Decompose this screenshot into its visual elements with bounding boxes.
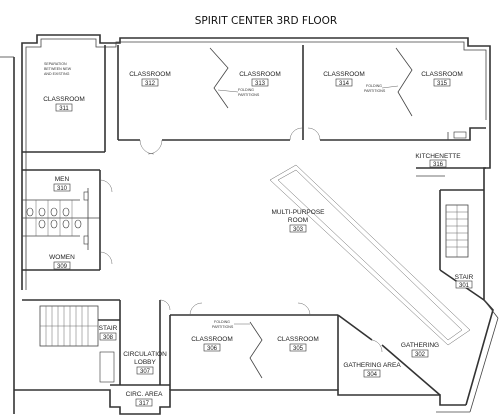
room-name: CLASSROOM	[43, 96, 85, 103]
room-number: 301	[459, 283, 470, 289]
room-number: 305	[293, 346, 304, 352]
room-number: 316	[433, 162, 444, 168]
room-circ-area-317: CIRC. AREA 317	[126, 391, 164, 407]
folding-partitions-note-upper-right: FOLDING PARTITIONS	[364, 84, 386, 93]
room-name: STAIR	[99, 325, 118, 332]
partition-leaders	[217, 85, 399, 325]
room-name-line-2: LOBBY	[134, 359, 156, 366]
room-name: STAIR	[455, 274, 474, 281]
room-name: CLASSROOM	[277, 336, 319, 343]
separation-note-line-3: AND EXISTING	[44, 72, 70, 76]
folding-note-a-line-2: PARTITIONS	[238, 93, 260, 97]
room-name: CLASSROOM	[191, 336, 233, 343]
room-number: 303	[293, 227, 304, 233]
folding-partitions-note-lower: FOLDING PARTITIONS	[212, 320, 234, 329]
room-number: 314	[339, 81, 350, 87]
room-circulation-lobby-307: CIRCULATION LOBBY 307	[123, 351, 167, 375]
room-name: CLASSROOM	[421, 71, 463, 78]
room-number: 304	[367, 372, 378, 378]
room-name: GATHERING	[401, 342, 439, 349]
room-number: 317	[139, 401, 150, 407]
room-stair-308: STAIR 308	[99, 325, 118, 341]
room-stair-301: STAIR 301	[455, 274, 474, 289]
room-number: 313	[255, 81, 266, 87]
room-women-309: WOMEN 309	[49, 254, 75, 270]
folding-partitions-note-upper-left: FOLDING PARTITIONS	[238, 88, 260, 97]
room-classroom-313: CLASSROOM 313	[239, 71, 281, 87]
room-name: KITCHENETTE	[415, 153, 461, 160]
folding-note-c-line-1: FOLDING	[214, 320, 230, 324]
folding-note-a-line-1: FOLDING	[238, 88, 254, 92]
room-name-line-1: CIRCULATION	[123, 351, 167, 358]
room-classroom-305: CLASSROOM 305	[277, 336, 319, 352]
room-number: 311	[59, 106, 69, 112]
plan-title: SPIRIT CENTER 3RD FLOOR	[195, 15, 337, 27]
room-number: 310	[57, 186, 68, 192]
room-number: 308	[103, 335, 114, 341]
room-name: WOMEN	[49, 254, 75, 261]
folding-note-b-line-2: PARTITIONS	[364, 89, 386, 93]
diagonal-platform-outline	[269, 164, 471, 346]
door-swings	[99, 127, 383, 353]
separation-note: SEPARATION BETWEEN NEW AND EXISTING	[44, 62, 72, 76]
folding-note-b-line-1: FOLDING	[366, 84, 382, 88]
room-classroom-314: CLASSROOM 314	[323, 71, 365, 87]
folding-partition-lines	[209, 47, 413, 379]
room-number: 315	[437, 81, 448, 87]
room-gathering-area-304: GATHERING AREA 304	[343, 362, 401, 378]
room-men-310: MEN 310	[53, 176, 71, 192]
room-kitchenette-316: KITCHENETTE 316	[415, 153, 461, 168]
room-name: CLASSROOM	[239, 71, 281, 78]
room-number: 312	[145, 81, 156, 87]
exterior-walls	[0, 34, 499, 415]
room-multi-purpose-303: MULTI-PURPOSE ROOM 303	[272, 209, 326, 233]
room-name-line-2: ROOM	[288, 217, 308, 224]
room-classroom-315: CLASSROOM 315	[421, 71, 463, 87]
separation-note-line-2: BETWEEN NEW	[44, 67, 72, 71]
room-name: CLASSROOM	[323, 71, 365, 78]
room-number: 302	[415, 352, 426, 358]
room-classroom-306: CLASSROOM 306	[191, 336, 233, 352]
folding-note-c-line-2: PARTITIONS	[212, 325, 234, 329]
room-gathering-302: GATHERING 302	[401, 342, 439, 358]
room-number: 309	[57, 264, 68, 270]
room-classroom-312: CLASSROOM 312	[129, 71, 171, 87]
room-number: 306	[207, 346, 218, 352]
room-name: CIRC. AREA	[126, 391, 164, 398]
interior-walls	[22, 45, 486, 396]
room-name: CLASSROOM	[129, 71, 171, 78]
room-name: GATHERING AREA	[343, 362, 401, 369]
room-number: 307	[140, 369, 151, 375]
room-name: MEN	[55, 176, 70, 183]
room-classroom-311: CLASSROOM 311	[43, 96, 85, 112]
room-name-line-1: MULTI-PURPOSE	[272, 209, 326, 216]
separation-note-line-1: SEPARATION	[44, 62, 67, 66]
